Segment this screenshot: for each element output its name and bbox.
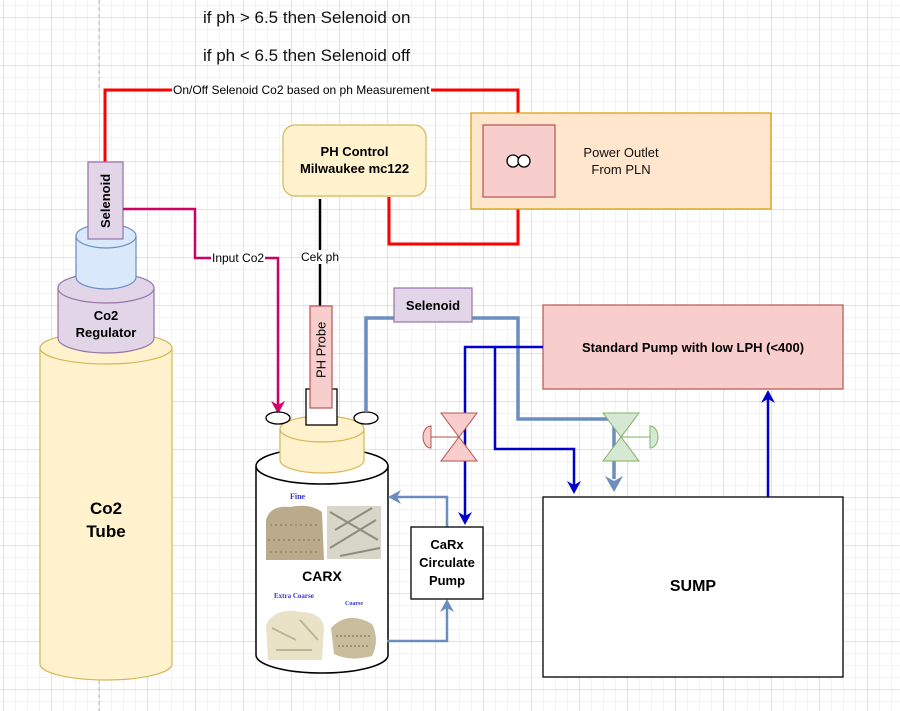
carx-cap [279, 415, 365, 474]
arrow-left-icon [388, 490, 401, 504]
pump-to-carx-line[interactable] [392, 495, 449, 527]
standard-pump-label: Standard Pump with low LPH (<400) [581, 339, 805, 355]
co2-selenoid-box[interactable] [87, 161, 124, 240]
outlet-port [353, 411, 379, 425]
circulate-pump-line3: Pump [428, 573, 466, 588]
carx-to-pump-line[interactable] [387, 603, 449, 643]
effluent-line[interactable] [364, 316, 616, 479]
power-line[interactable] [387, 197, 520, 246]
arrow-up-icon [761, 390, 775, 403]
circulate-pump-label: CaRx Circulate Pump [411, 527, 483, 599]
media-label-coarse: Coarse [345, 601, 363, 607]
co2-inlet-port [265, 411, 291, 425]
pump-to-circulate-line[interactable] [463, 345, 543, 518]
co2-tube-label: Co2 Tube [40, 497, 172, 543]
control-signal-label: On/Off Selenoid Co2 based on ph Measurem… [172, 83, 431, 97]
co2-tube-line1: Co2 [89, 499, 123, 518]
power-outlet-source: From PLN [591, 162, 651, 177]
media-image-branch [327, 506, 381, 559]
co2-regulator-line2: Regulator [75, 325, 137, 340]
media-image-fine [266, 505, 324, 560]
circulate-pump-line1: CaRx [430, 537, 464, 552]
co2-arrow-icon [271, 401, 285, 414]
circulate-pump-box[interactable] [410, 526, 484, 600]
power-outlet-label: Power Outlet From PLN [565, 144, 677, 178]
co2-tube-line2: Tube [86, 522, 126, 541]
input-co2-label: Input Co2 [211, 251, 266, 265]
ph-probe-label: PH Probe [313, 321, 329, 379]
green-valve[interactable] [602, 412, 659, 462]
standard-pump-box[interactable] [542, 304, 844, 390]
flow-selenoid-box[interactable] [393, 287, 473, 323]
arrow-up-icon [440, 599, 454, 612]
ph-probe-box[interactable] [309, 305, 333, 409]
ph-control-model: Milwaukee mc122 [299, 161, 410, 176]
check-ph-label: Cek ph [300, 250, 341, 264]
arrow-down-icon [567, 481, 581, 494]
sump-label: SUMP [669, 578, 717, 595]
flow-selenoid-label: Selenoid [405, 297, 461, 313]
co2-selenoid-label: Selenoid [98, 173, 113, 228]
media-label-extra-coarse: Extra Coarse [274, 592, 314, 600]
power-socket-icon [506, 154, 531, 168]
media-image-coarse [331, 617, 376, 659]
sump-box[interactable] [542, 496, 844, 678]
media-label-fine: Fine [290, 492, 306, 501]
co2-regulator-line1: Co2 [93, 308, 119, 323]
power-outlet-title: Power Outlet [583, 145, 659, 160]
pump-bypass-line[interactable] [493, 347, 576, 487]
media-image-extra-coarse [266, 610, 324, 660]
effluent-arrow-icon [605, 476, 623, 492]
circulate-pump-line2: Circulate [419, 555, 475, 570]
rule-on-text: if ph > 6.5 then Selenoid on [203, 8, 411, 27]
red-valve[interactable] [422, 412, 478, 462]
rule-off-text: if ph < 6.5 then Selenoid off [203, 46, 411, 65]
arrow-down-icon [458, 512, 472, 525]
ph-control-label: PH Control Milwaukee mc122 [283, 143, 426, 177]
ph-control-title: PH Control [320, 144, 389, 159]
co2-input-line[interactable] [123, 207, 280, 412]
carx-label: CARX [302, 568, 342, 584]
co2-regulator-label: Co2 Regulator [58, 307, 154, 341]
ph-control-box[interactable] [282, 124, 427, 197]
